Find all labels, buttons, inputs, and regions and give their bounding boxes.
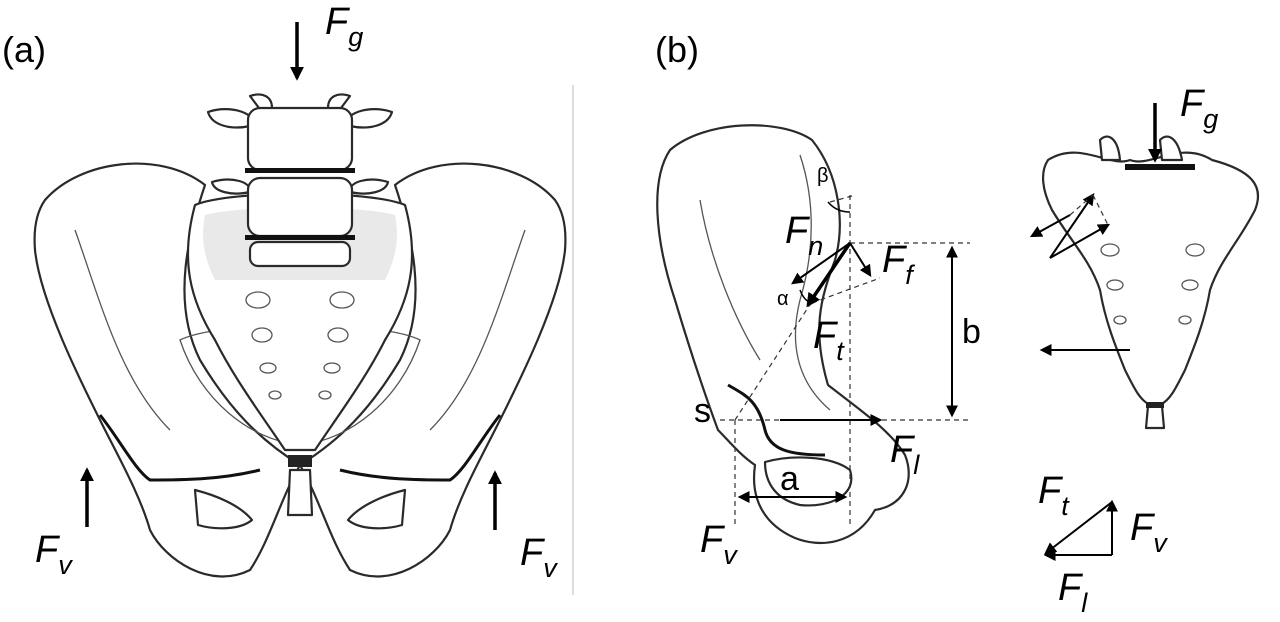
alpha-label: α xyxy=(777,288,789,310)
gravity-force-label-b: Fg xyxy=(1180,83,1218,134)
tangential-force-label: Ft xyxy=(813,315,845,366)
triangle-tangential-label: Ft xyxy=(1038,470,1070,521)
sacrum-force-parallelogram xyxy=(1029,193,1111,259)
lumbar-vertebrae xyxy=(206,93,394,268)
lateral-force-label: Fl xyxy=(890,429,920,480)
right-hip-bone xyxy=(298,162,567,578)
triangle-lateral-label: Fl xyxy=(1058,567,1088,618)
triangle-vertical-label: Fv xyxy=(1130,507,1168,558)
vertical-force-label-left: Fv xyxy=(35,529,73,580)
friction-force-label: Ff xyxy=(882,239,915,290)
tangential-force-arrow xyxy=(806,242,852,308)
gravity-force-label-a: Fg xyxy=(325,1,363,52)
pivot-s-label: s xyxy=(694,392,711,430)
normal-force-label: Fn xyxy=(785,210,823,261)
panel-a-label: (a) xyxy=(2,29,46,70)
dimension-b-label: b xyxy=(962,313,981,351)
force-triangle xyxy=(1043,499,1118,561)
vertical-force-label-right: Fv xyxy=(520,532,558,583)
beta-label: β xyxy=(817,165,829,187)
vertical-force-label-b: Fv xyxy=(700,519,738,570)
friction-force-arrow xyxy=(849,242,872,278)
panel-b-label: (b) xyxy=(655,29,699,70)
beta-angle-arc xyxy=(827,201,851,213)
dimension-a-label: a xyxy=(780,460,799,498)
sacrum-lateral xyxy=(1042,135,1260,430)
alpha-angle-arc xyxy=(799,289,813,304)
normal-force-arrow xyxy=(791,242,851,285)
